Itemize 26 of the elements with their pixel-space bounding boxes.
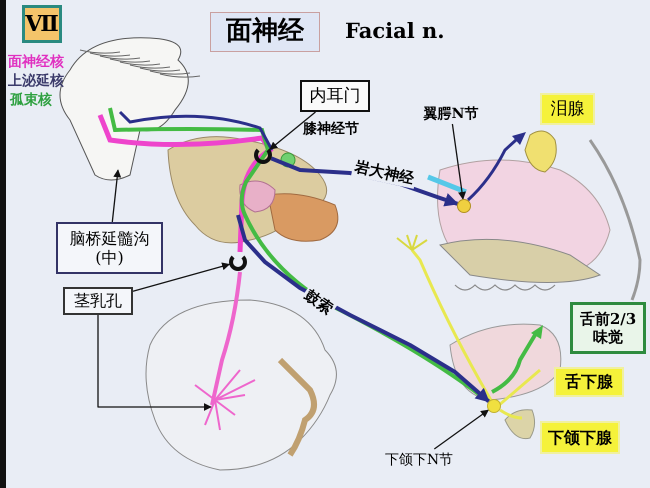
leader-line xyxy=(434,410,489,450)
nucleus-label: 面神经核 xyxy=(8,53,64,71)
foramen-ring xyxy=(229,253,247,271)
ganglion-label: 下颌下N节 xyxy=(380,449,458,471)
label-box: 茎乳孔 xyxy=(63,287,133,315)
ganglion-label: 膝神经节 xyxy=(303,120,359,138)
foramen-ring xyxy=(254,146,272,164)
title-box: 面神经 xyxy=(210,12,320,52)
label-box: 内耳门 xyxy=(300,80,370,112)
gland-label-box: 舌下腺 xyxy=(554,367,624,397)
english-title: Facial n. xyxy=(345,18,445,43)
leader-line xyxy=(97,315,212,411)
leader-line xyxy=(269,112,316,150)
ganglion-dot xyxy=(487,399,501,413)
leader-line xyxy=(132,262,230,292)
gland-label-box: 下颌下腺 xyxy=(540,421,620,454)
ganglion-label: 翼腭N节 xyxy=(415,104,487,124)
nucleus-label: 孤束核 xyxy=(10,91,52,109)
nucleus-label: 上泌延核 xyxy=(8,72,64,90)
numeral-box: Ⅶ xyxy=(22,5,62,43)
leader-line xyxy=(112,169,122,222)
nerve-arrow xyxy=(236,214,490,403)
leader-line xyxy=(452,124,466,200)
gland-label-box: 泪腺 xyxy=(540,93,595,125)
taste-label-box: 舌前2/3 味觉 xyxy=(570,302,646,354)
label-box: 脑桥延髓沟 (中) xyxy=(56,222,163,274)
